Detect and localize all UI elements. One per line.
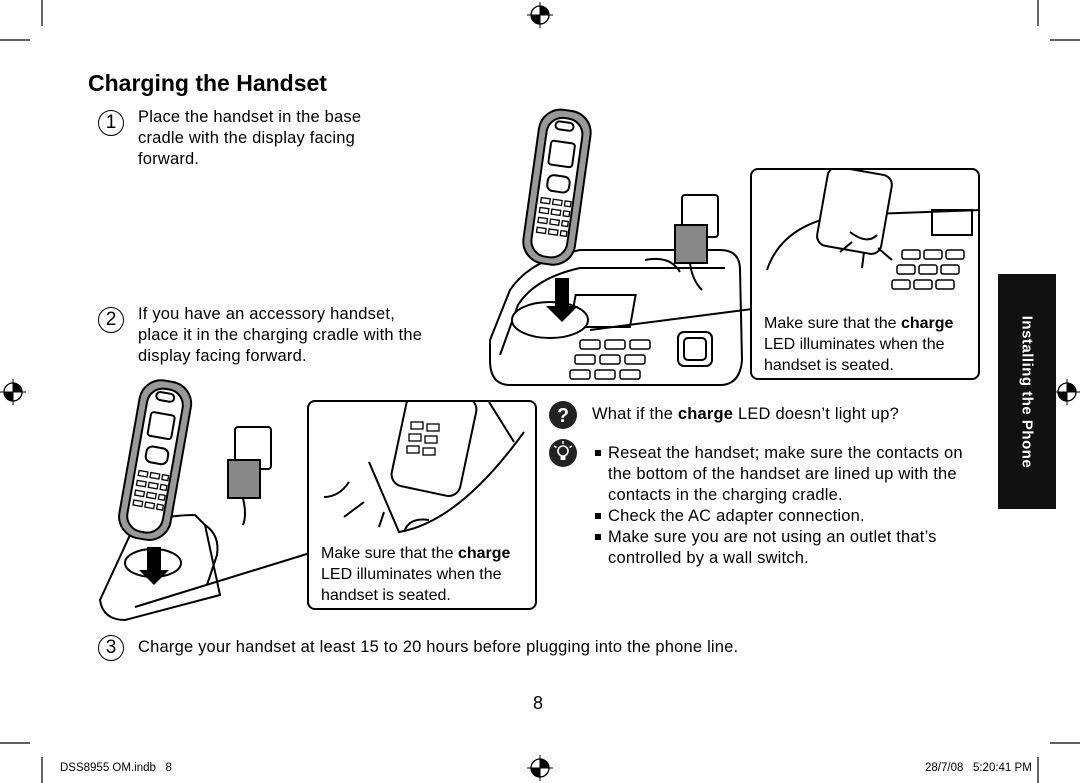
step-2-number: 2 [98, 307, 124, 333]
step-2-text: If you have an accessory handset, place … [138, 305, 423, 365]
accessory-handset-illustration [98, 379, 311, 622]
footer-timestamp: 28/7/08 5:20:41 PM [925, 762, 1032, 774]
section-tab: Installing the Phone [998, 274, 1056, 509]
cradle-led-callout-text: Make sure that the charge LED illuminate… [321, 545, 511, 604]
tip-item: Reseat the handset; make sure the contac… [594, 443, 974, 506]
step-3-text: Charge your handset at least 15 to 20 ho… [138, 638, 739, 656]
footer-file: DSS8955 OM.indb 8 [60, 762, 172, 774]
lightbulb-icon [549, 439, 577, 467]
svg-text:?: ? [557, 405, 569, 427]
troubleshoot-tips: Reseat the handset; make sure the contac… [594, 443, 974, 569]
question-mark-icon: ? [549, 401, 577, 429]
registration-mark-icon [527, 755, 553, 781]
base-led-closeup [766, 170, 978, 290]
registration-mark-icon [0, 379, 26, 405]
troubleshoot-question: What if the charge LED doesn’t light up? [592, 405, 900, 423]
registration-mark-icon [1054, 379, 1080, 405]
cradle-led-callout: Make sure that the charge LED illuminate… [307, 400, 537, 610]
base-phone-illustration [489, 108, 761, 386]
base-led-callout-text: Make sure that the charge LED illuminate… [764, 315, 954, 374]
page-number: 8 [533, 693, 544, 713]
base-led-callout: Make sure that the charge LED illuminate… [750, 168, 980, 380]
page-title: Charging the Handset [88, 70, 327, 96]
tip-item: Make sure you are not using an outlet th… [594, 527, 974, 569]
cradle-led-closeup [323, 402, 525, 534]
step-3-number: 3 [98, 635, 124, 661]
tip-item: Check the AC adapter connection. [594, 506, 974, 527]
step-1-number: 1 [98, 110, 124, 136]
registration-mark-icon [527, 2, 553, 28]
step-1-text: Place the handset in the base cradle wit… [138, 108, 362, 168]
section-tab-label: Installing the Phone [1018, 315, 1036, 468]
